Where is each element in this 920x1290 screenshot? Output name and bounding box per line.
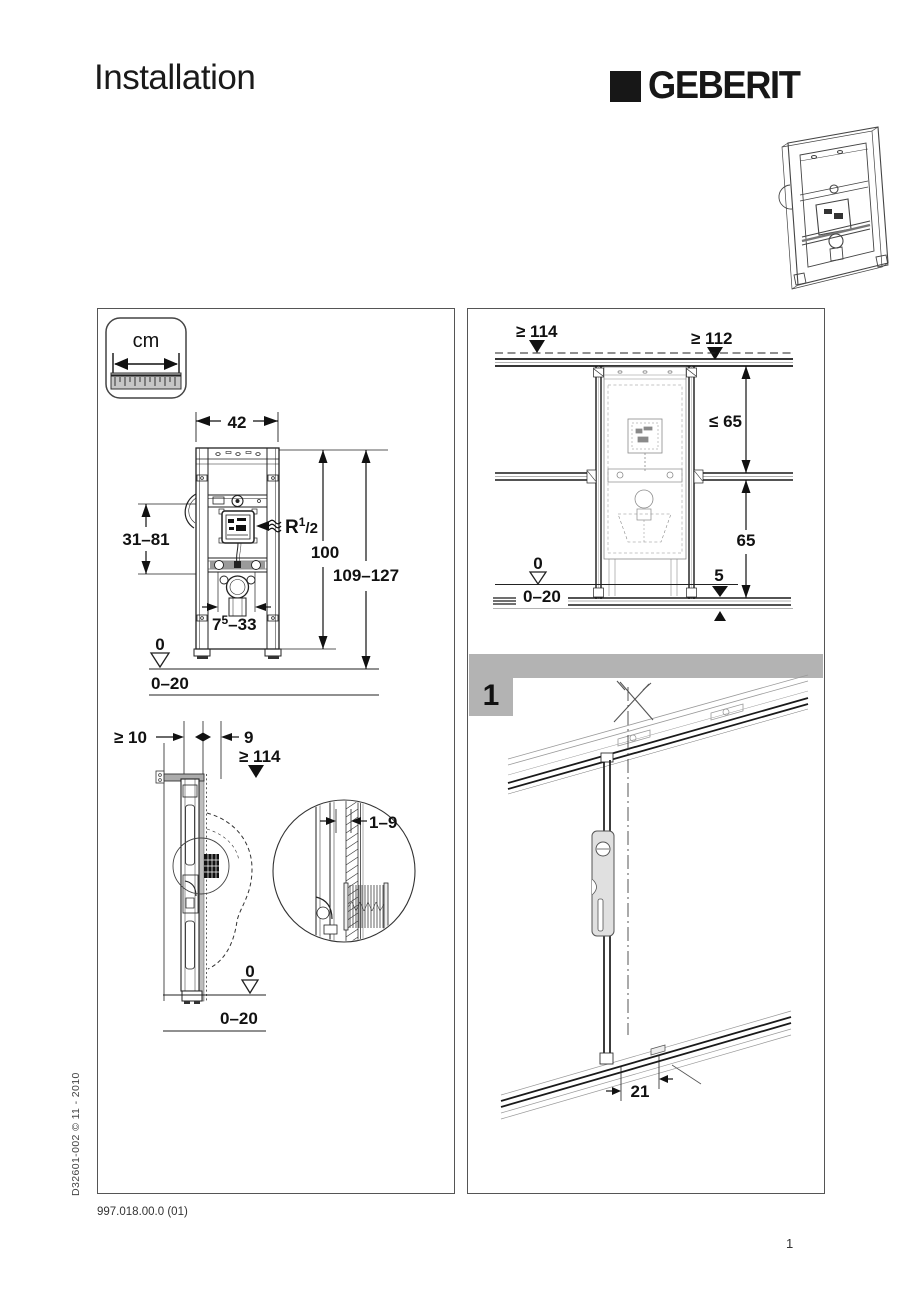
installation-steps-panel: ≥ 114 ≥ 112 — [467, 308, 825, 1194]
level-mark-filled-icon — [529, 340, 545, 353]
floor-range-label: 0–20 — [523, 587, 561, 606]
dim-upper-gap: ≤ 65 — [709, 412, 742, 431]
floor-zero-label: 0 — [155, 635, 164, 654]
dim-profile-depth: 9 — [244, 728, 253, 747]
installation-steps-drawing: ≥ 114 ≥ 112 — [469, 322, 823, 1120]
page-number: 1 — [786, 1236, 794, 1251]
step-banner: 1 — [469, 654, 823, 716]
dim-wall-distance: ≥ 10 — [114, 728, 147, 747]
step-number: 1 — [483, 679, 500, 712]
front-view-diagram: 42 — [122, 412, 399, 696]
dim-lower-gap: 65 — [737, 531, 756, 550]
dim-rail-offset: 5 — [714, 566, 723, 585]
section-view-diagram: ≥ 114 ≥ 112 — [493, 322, 793, 621]
frame-behind-studs — [603, 366, 687, 596]
detail-circle: 1–9 — [272, 799, 416, 943]
dim-right-min-height: ≥ 112 — [691, 329, 732, 348]
dim-left-min-height: ≥ 114 — [516, 322, 558, 341]
brand-name: GEBERIT — [648, 64, 801, 107]
dim-detail-gap: 1–9 — [369, 813, 397, 832]
step1-perspective-drawing: 21 — [500, 674, 809, 1120]
bottom-rail-perspective — [500, 1010, 792, 1120]
arrow-left-icon — [114, 358, 128, 370]
side-view-diagram: ≥ 10 9 ≥ 114 — [114, 721, 416, 1032]
water-thread-callout: R1/2 — [256, 515, 318, 538]
ruler-icon — [110, 372, 182, 390]
brand-logo: GEBERIT — [610, 64, 811, 108]
double-arrow-icon — [195, 732, 211, 742]
dim-install-height: 109–127 — [333, 566, 399, 585]
dim-rail-offset-21: 21 — [631, 1082, 650, 1101]
level-mark-icon — [240, 979, 260, 995]
detail-source-circle — [172, 837, 230, 895]
middle-rail — [495, 469, 793, 484]
flush-pipe-section — [204, 854, 219, 878]
dim-water-thread: R1/2 — [285, 515, 318, 538]
dimension-views-panel: cm 42 — [97, 308, 455, 1194]
floor-range-label: 0–20 — [220, 1009, 258, 1028]
brand-mark-icon — [610, 70, 641, 102]
revision-note: D32601-002 © 11 - 2010 — [70, 1072, 82, 1196]
document-code: 997.018.00.0 (01) — [97, 1206, 188, 1218]
hanger-bracket — [591, 830, 615, 937]
dim-frame-width: 42 — [228, 413, 247, 432]
unit-label: cm — [133, 330, 160, 352]
page-title: Installation — [94, 58, 256, 97]
product-thumbnail — [778, 126, 889, 290]
ruler-legend: cm — [105, 317, 187, 399]
center-mark-icon — [613, 680, 654, 723]
dim-outlet-range: 75–33 — [212, 613, 257, 634]
dim-min-height: ≥ 114 — [239, 747, 281, 766]
arrow-left-icon — [256, 521, 269, 531]
level-mark-icon — [149, 652, 171, 669]
level-mark-filled-icon — [248, 765, 264, 778]
bottom-rail — [493, 597, 793, 609]
floor-zero-label: 0 — [533, 554, 542, 573]
dim-21-group: 21 — [606, 1055, 702, 1101]
floor-range-label: 0–20 — [151, 674, 189, 693]
dim-frame-height: 100 — [311, 543, 339, 562]
level-mark-icon — [528, 571, 548, 586]
floor-zero-label: 0 — [245, 962, 254, 981]
water-connection-box — [218, 508, 258, 544]
dim-inlet-height: 31–81 — [122, 530, 169, 549]
arrow-right-icon — [164, 358, 178, 370]
dimension-views-drawing: cm 42 — [105, 317, 416, 1032]
